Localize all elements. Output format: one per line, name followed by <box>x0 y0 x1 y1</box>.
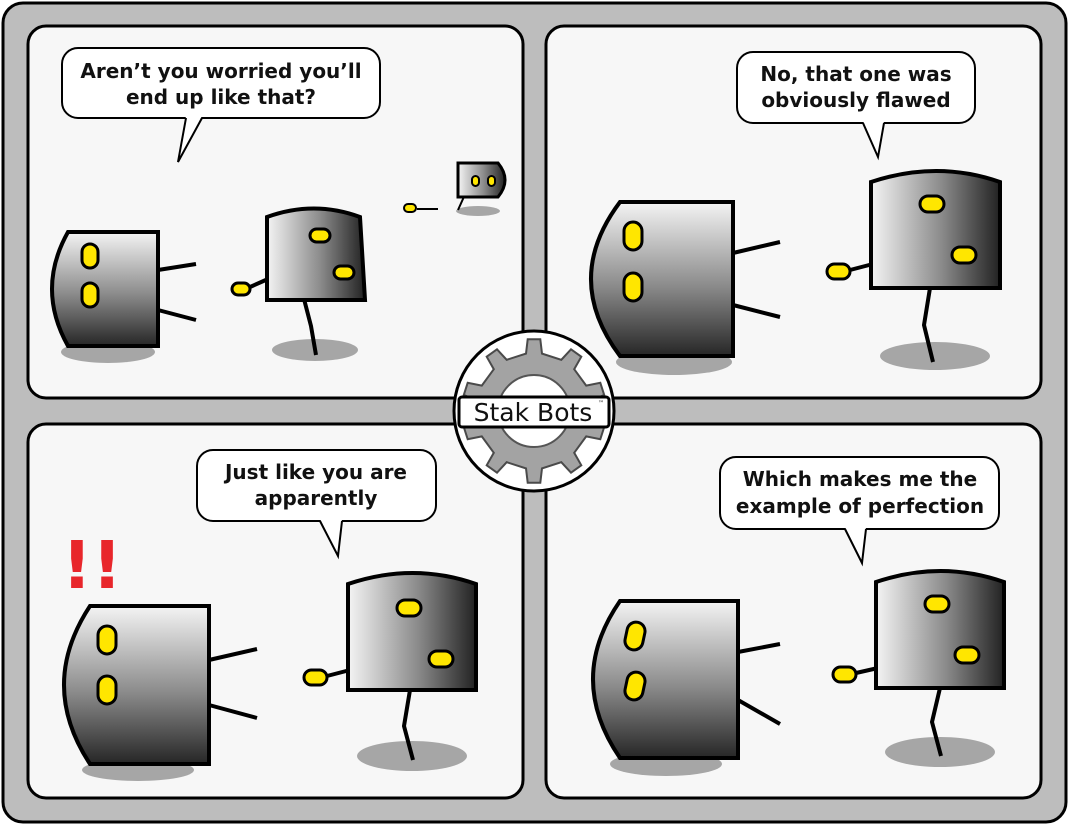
panel-3: Just like you are apparently !! <box>26 422 525 800</box>
panel-2: No, that one was obviously flawed <box>544 24 1043 400</box>
robot-eye <box>950 245 978 265</box>
robot-eye <box>623 620 647 652</box>
robot-eye <box>96 674 118 706</box>
speech-bubble-2-line-1: No, that one was <box>760 62 951 86</box>
robot-hand <box>302 668 329 687</box>
robot-hand <box>825 262 852 281</box>
robot-body <box>62 604 211 766</box>
distant-robot <box>403 161 507 216</box>
robot-eye <box>622 271 644 303</box>
robot-eye <box>623 670 647 702</box>
speech-bubble-3: Just like you are apparently <box>196 449 437 560</box>
speech-bubble-3-line-1: Just like you are <box>223 460 407 484</box>
right-robot <box>230 206 368 361</box>
logo-text: Stak Bots <box>474 398 593 427</box>
robot-eye <box>471 175 480 187</box>
robot-eye <box>427 649 455 669</box>
robot-shadow <box>456 206 500 216</box>
robot-eye <box>487 175 496 187</box>
exclamation-marks: !! <box>62 527 122 604</box>
speech-bubble-2-line-2: obviously flawed <box>761 88 950 112</box>
left-robot <box>62 604 258 781</box>
speech-bubble-2: No, that one was obviously flawed <box>736 51 976 161</box>
speech-bubble-1: Aren’t you worried you’ll end up like th… <box>61 47 381 163</box>
speech-bubble-1-line-2: end up like that? <box>126 85 316 109</box>
robot-eye <box>80 281 100 309</box>
speech-bubble-1-line-1: Aren’t you worried you’ll <box>80 59 361 83</box>
right-robot <box>825 169 1002 370</box>
robot-body <box>874 569 1006 690</box>
robot-eye <box>332 264 356 281</box>
left-robot <box>591 599 781 776</box>
left-robot <box>589 200 781 375</box>
speech-bubble-4: Which makes me the example of perfection <box>719 456 1000 567</box>
robot-body <box>265 206 368 302</box>
robot-body <box>50 230 160 348</box>
logo-trademark: ™ <box>598 400 604 407</box>
speech-bubble-4-line-1: Which makes me the <box>743 467 977 491</box>
panel-1: Aren’t you worried you’ll end up like th… <box>26 24 525 400</box>
left-robot <box>50 230 197 363</box>
speech-bubble-3-line-2: apparently <box>255 486 378 510</box>
right-robot <box>831 569 1006 767</box>
robot-body <box>456 161 507 199</box>
robot-body <box>589 200 735 358</box>
robot-eye <box>953 645 981 665</box>
right-robot <box>302 571 478 771</box>
robot-hand <box>230 281 252 297</box>
robot-eye <box>923 594 951 614</box>
robot-eye <box>80 242 100 270</box>
speech-bubble-4-line-2: example of perfection <box>736 494 984 518</box>
robot-eye <box>622 220 644 252</box>
robot-shadow <box>880 342 990 370</box>
robot-eye <box>395 598 423 618</box>
robot-hand <box>403 203 417 213</box>
panel-4: Which makes me the example of perfection <box>544 422 1043 800</box>
robot-hand <box>831 665 858 684</box>
robot-eye <box>308 227 332 244</box>
robot-body <box>591 599 740 760</box>
robot-eye <box>96 624 118 656</box>
robot-body <box>346 571 478 692</box>
robot-eye <box>918 194 946 214</box>
stak-bots-logo: Stak Bots ™ <box>452 329 616 493</box>
robot-body <box>869 169 1002 290</box>
